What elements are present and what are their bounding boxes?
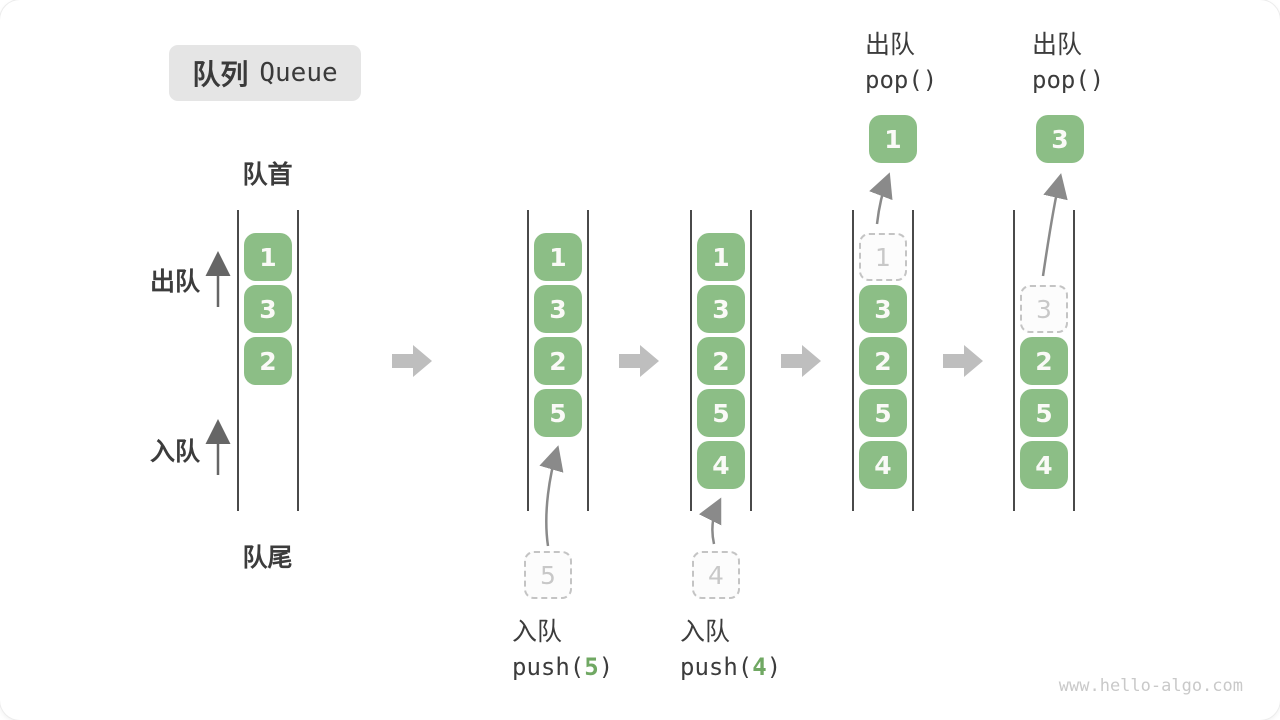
queue-state-3: 1 3 2 5 4 — [690, 210, 752, 511]
queue-element: 5 — [697, 389, 745, 437]
enqueue-direction-label: 入队 — [149, 438, 200, 466]
op-label-pop-1: 出队 pop() — [865, 28, 937, 98]
fn-open: push( — [512, 653, 585, 681]
op-action-label: 入队 — [512, 618, 563, 646]
staged-element-5: 5 — [524, 551, 572, 599]
dequeued-slot: 3 — [1020, 285, 1068, 333]
op-code-label: pop() — [865, 66, 938, 94]
title-badge: 队列 Queue — [169, 45, 361, 101]
right-block-arrow-icon — [781, 345, 821, 377]
queue-rail-left — [237, 210, 239, 511]
queue-element: 4 — [859, 441, 907, 489]
queue-element: 1 — [534, 233, 582, 281]
queue-rail-right — [297, 210, 299, 511]
queue-element: 2 — [244, 337, 292, 385]
fn-close: ) — [598, 653, 614, 681]
staged-element-4: 4 — [692, 551, 740, 599]
title-zh: 队列 — [192, 59, 249, 90]
queue-rail-left — [1013, 210, 1015, 511]
op-label-push-4: 入队 push(4) — [680, 615, 781, 685]
queue-state-5: 3 2 5 4 — [1013, 210, 1075, 511]
queue-element: 3 — [244, 285, 292, 333]
queue-element: 1 — [244, 233, 292, 281]
popped-element-3: 3 — [1036, 115, 1084, 163]
op-action-label: 入队 — [680, 618, 731, 646]
op-action-label: 出队 — [865, 31, 916, 59]
right-block-arrow-icon — [943, 345, 983, 377]
queue-element: 4 — [697, 441, 745, 489]
title-en: Queue — [259, 58, 338, 88]
right-block-arrow-icon — [392, 345, 432, 377]
queue-state-1: 1 3 2 — [237, 210, 299, 511]
queue-state-2: 1 3 2 5 — [527, 210, 589, 511]
queue-front-label: 队首 — [242, 161, 293, 189]
dequeue-direction-label: 出队 — [149, 268, 200, 296]
op-code-label: pop() — [1032, 66, 1105, 94]
queue-rail-left — [852, 210, 854, 511]
dequeued-slot: 1 — [859, 233, 907, 281]
fn-arg: 4 — [752, 653, 767, 681]
queue-element: 5 — [1020, 389, 1068, 437]
queue-rail-right — [750, 210, 752, 511]
queue-element: 5 — [859, 389, 907, 437]
queue-element: 3 — [534, 285, 582, 333]
op-action-label: 出队 — [1032, 31, 1083, 59]
popped-element-1: 1 — [869, 115, 917, 163]
queue-element: 2 — [1020, 337, 1068, 385]
fn-arg: 5 — [584, 653, 599, 681]
op-code-label: push(5) — [512, 650, 613, 685]
queue-rail-right — [912, 210, 914, 511]
op-label-pop-2: 出队 pop() — [1032, 28, 1104, 98]
right-block-arrow-icon — [619, 345, 659, 377]
queue-rail-left — [527, 210, 529, 511]
queue-element: 5 — [534, 389, 582, 437]
queue-element: 2 — [534, 337, 582, 385]
queue-state-4: 1 3 2 5 4 — [852, 210, 914, 511]
queue-rear-label: 队尾 — [242, 544, 293, 572]
queue-element: 3 — [859, 285, 907, 333]
queue-rail-left — [690, 210, 692, 511]
queue-rail-right — [587, 210, 589, 511]
queue-rail-right — [1073, 210, 1075, 511]
queue-element: 2 — [859, 337, 907, 385]
fn-open: push( — [680, 653, 753, 681]
op-label-push-5: 入队 push(5) — [512, 615, 613, 685]
watermark: www.hello-algo.com — [1058, 676, 1243, 696]
fn-close: ) — [766, 653, 782, 681]
queue-element: 2 — [697, 337, 745, 385]
op-code-label: push(4) — [680, 650, 781, 685]
queue-element: 4 — [1020, 441, 1068, 489]
queue-element: 1 — [697, 233, 745, 281]
queue-element: 3 — [697, 285, 745, 333]
